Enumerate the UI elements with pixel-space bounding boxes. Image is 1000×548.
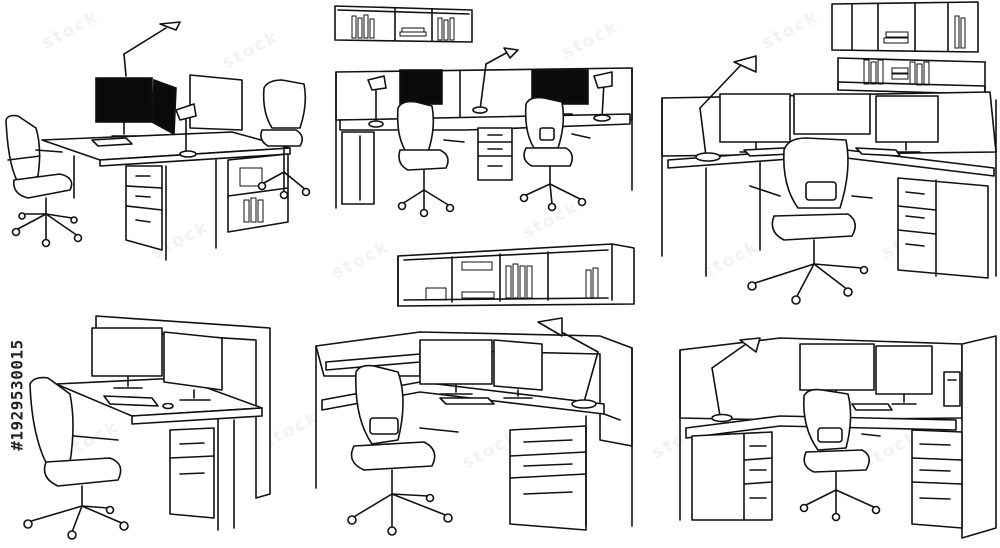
cubicle-bottom-center xyxy=(315,317,633,536)
cubicle-bottom-right xyxy=(679,335,997,539)
wall-shelf-middle xyxy=(397,243,635,307)
cubicle-pair-top-center xyxy=(335,47,633,218)
wall-shelf-top-center xyxy=(334,5,473,43)
stock-id-label: #1929530015 xyxy=(4,300,30,490)
cubicle-corner-top-right xyxy=(661,55,997,305)
stock-id-text: #1929530015 xyxy=(7,339,27,451)
workstation-bottom-left xyxy=(23,315,271,540)
wall-cabinet-top-right xyxy=(831,1,986,95)
workstation-top-left xyxy=(5,21,311,261)
